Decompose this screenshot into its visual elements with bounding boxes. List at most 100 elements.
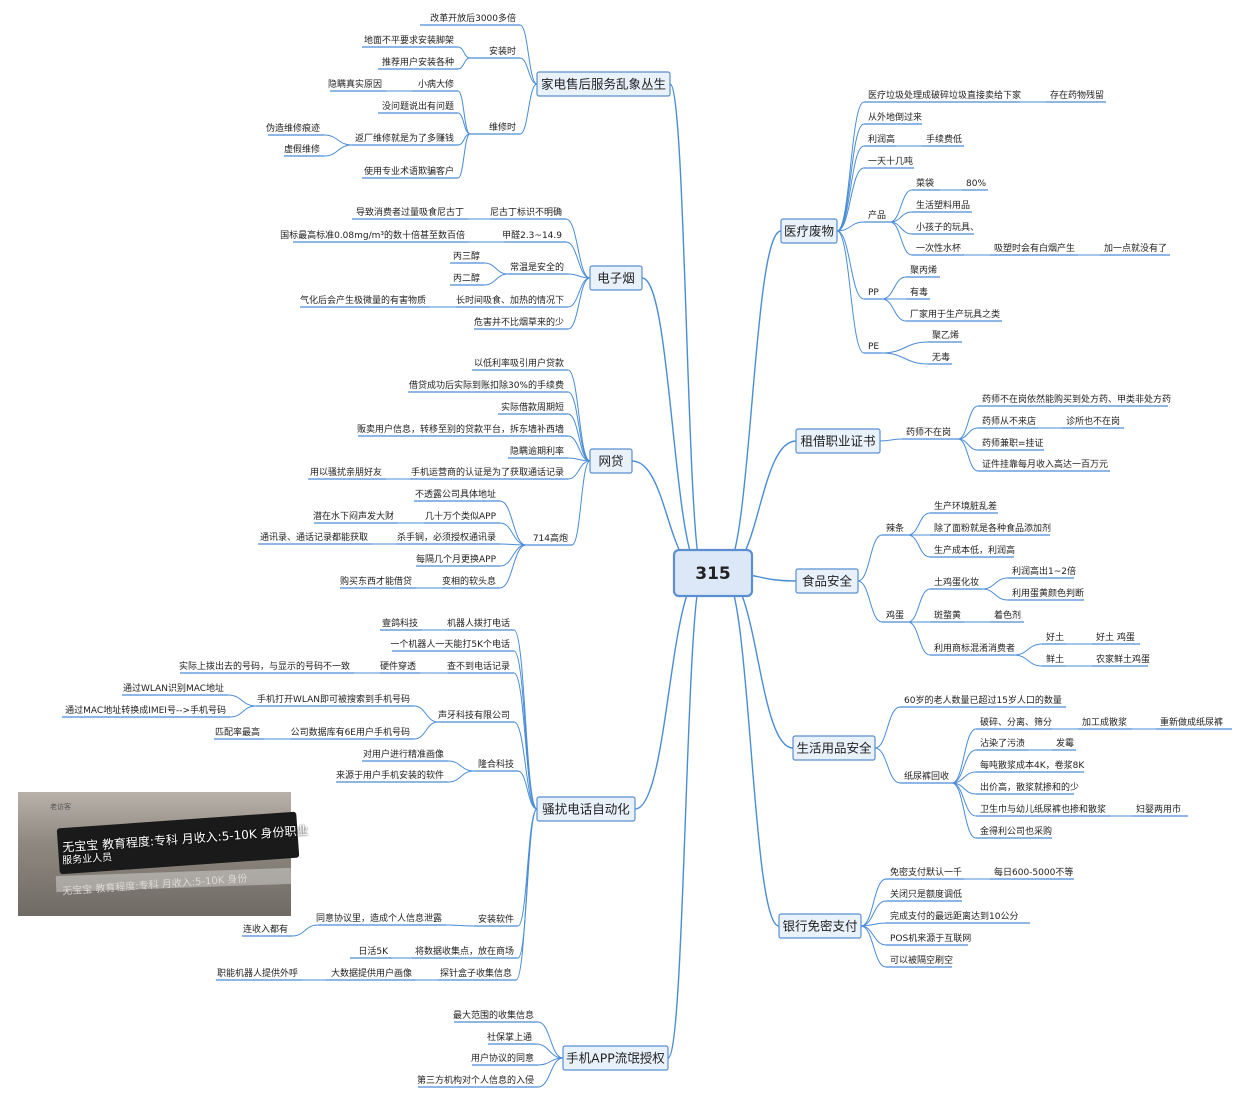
node-right-3-1-0-0-0[interactable]: 重新做成纸尿裤 [1160,716,1223,728]
node-right-1-0-0[interactable]: 药师不在岗依然能购买到处方药、甲类非处方药 [982,393,1171,405]
node-left-2-6-0[interactable]: 不透露公司具体地址 [415,488,496,500]
node-right-4-0[interactable]: 免密支付默认一千 [890,866,962,878]
node-left-3-1[interactable]: 一个机器人一天能打5K个电话 [390,638,510,650]
node-left-1-2-0[interactable]: 丙三醇 [453,250,480,262]
node-left-3-4-0[interactable]: 对用户进行精准画像 [363,748,444,760]
node-left-2-2[interactable]: 实际借款周期短 [501,401,564,413]
node-left-3-3-0-0[interactable]: 通过WLAN识别MAC地址 [123,682,224,694]
node-right-2-0-1[interactable]: 除了面粉就是各种食品添加剂 [934,522,1051,534]
node-right-2-1-2[interactable]: 利用商标混淆消费者 [934,642,1015,654]
node-left-1-2[interactable]: 常温是安全的 [510,261,564,273]
node-right-0-1[interactable]: 从外地倒过来 [868,111,922,123]
node-right-2-1-0[interactable]: 土鸡蛋化妆 [934,576,979,588]
left-branch-0-box[interactable] [536,71,671,97]
node-right-2-1-1[interactable]: 斑蝥黄 [934,609,961,621]
node-left-1-1[interactable]: 甲醛2.3~14.9 [502,229,562,241]
node-right-2-1-2-0-0[interactable]: 好土 鸡蛋 [1096,631,1135,643]
node-left-4-1[interactable]: 社保掌上通 [487,1031,532,1043]
central-topic-box[interactable] [672,548,754,598]
node-right-0-5-0[interactable]: 聚丙烯 [910,264,937,276]
node-right-3-1-0[interactable]: 破碎、分离、筛分 [980,716,1052,728]
right-branch-3-box[interactable] [792,735,876,761]
node-left-3-0-0[interactable]: 壹鸽科技 [382,617,418,629]
node-left-3-5-0[interactable]: 同意协议里，造成个人信息泄露 [316,912,442,924]
node-left-0-2-2[interactable]: 返厂维修就是为了多赚钱 [355,132,454,144]
node-left-3-2-0-0[interactable]: 实际上拨出去的号码，与显示的号码不一致 [179,660,350,672]
node-right-2-1-0-0[interactable]: 利润高出1~2倍 [1012,565,1076,577]
node-left-4-2[interactable]: 用户协议的同意 [471,1052,534,1064]
node-left-2-6-1-0[interactable]: 潜在水下闷声发大财 [313,510,394,522]
node-left-2-5[interactable]: 手机运营商的认证是为了获取通话记录 [411,466,564,478]
node-left-3-4-1[interactable]: 来源于用户手机安装的软件 [336,769,444,781]
node-right-1-0-1-0[interactable]: 诊所也不在岗 [1066,415,1120,427]
node-left-0-2-2-1[interactable]: 虚假维修 [284,143,320,155]
node-right-3-1-1[interactable]: 沾染了污渍 [980,737,1025,749]
node-left-1-3[interactable]: 长时间吸食、加热的情况下 [456,294,564,306]
node-left-3-5[interactable]: 安装软件 [478,913,514,925]
node-left-1-0[interactable]: 尼古丁标识不明确 [490,206,562,218]
node-right-1-0[interactable]: 药师不在岗 [906,426,951,438]
node-left-2-0[interactable]: 以低利率吸引用户贷款 [474,357,564,369]
node-left-0-1[interactable]: 安装时 [489,45,516,57]
node-left-2-3[interactable]: 贩卖用户信息，转移至别的贷款平台，拆东墙补西墙 [357,423,564,435]
node-right-0-6[interactable]: PE [868,342,879,352]
node-right-4-0-0[interactable]: 每日600-5000不等 [994,866,1073,878]
node-left-1-4[interactable]: 危害并不比烟草来的少 [474,316,564,328]
node-left-3-6[interactable]: 将数据收集点，放在商场 [415,945,514,957]
node-right-1-0-2[interactable]: 药师兼职=挂证 [982,437,1044,449]
node-right-0-6-0[interactable]: 聚乙烯 [932,329,959,341]
right-branch-0-box[interactable] [780,218,838,244]
node-right-3-0[interactable]: 60岁的老人数量已超过15岁人口的数量 [904,694,1062,706]
node-left-0-2-1[interactable]: 没问题说出有问题 [382,100,454,112]
node-right-0-0-0[interactable]: 存在药物残留 [1050,89,1104,101]
left-branch-4-box[interactable] [562,1045,669,1071]
node-left-3-4[interactable]: 隆合科技 [478,758,514,770]
node-left-3-7-0[interactable]: 大数据提供用户画像 [331,967,412,979]
node-left-3-3-1[interactable]: 公司数据库有6E用户手机号码 [291,726,410,738]
node-left-2-6-1[interactable]: 几十万个类似APP [425,510,497,522]
node-right-0-4[interactable]: 产品 [868,209,886,221]
node-left-2-6-4-0[interactable]: 购买东西才能借贷 [340,575,412,587]
node-left-3-3-1-0[interactable]: 匹配率最高 [215,726,260,738]
node-left-2-6-3[interactable]: 每隔几个月更换APP [416,553,497,565]
node-left-0-1-1[interactable]: 推荐用户安装各种 [382,56,454,68]
node-right-0-4-2[interactable]: 小孩子的玩具、 [916,221,979,233]
node-right-4-4[interactable]: 可以被隔空刷空 [890,954,953,966]
node-left-1-2-1[interactable]: 丙二醇 [453,272,480,284]
node-right-2-0-2[interactable]: 生产成本低，利润高 [934,544,1015,556]
node-left-0-2-3[interactable]: 使用专业术语欺骗客户 [364,165,454,177]
node-left-1-0-0[interactable]: 导致消费者过量吸食尼古丁 [356,206,464,218]
node-right-3-1-5[interactable]: 金得利公司也采购 [980,825,1052,837]
node-left-0-1-0[interactable]: 地面不平要求安装脚架 [364,34,454,46]
node-left-1-1-0[interactable]: 国标最高标准0.08mg/m³的数十倍甚至数百倍 [280,229,465,241]
node-left-0-2-0[interactable]: 小病大修 [418,78,454,90]
node-left-3-0[interactable]: 机器人拨打电话 [447,617,510,629]
right-branch-2-box[interactable] [795,568,859,594]
node-right-0-5-2[interactable]: 厂家用于生产玩具之类 [910,308,1000,320]
node-right-0-6-1[interactable]: 无毒 [932,351,950,363]
node-right-0-4-3-0-0[interactable]: 加一点就没有了 [1104,242,1167,254]
node-right-2-1-2-1[interactable]: 鲜土 [1046,653,1064,665]
node-right-0-5-1[interactable]: 有毒 [910,286,928,298]
node-right-2-1-1-0[interactable]: 着色剂 [994,609,1021,621]
left-branch-1-box[interactable] [589,265,643,291]
node-right-0-3[interactable]: 一天十几吨 [868,155,913,167]
node-right-0-5[interactable]: PP [868,288,879,298]
node-left-3-6-0[interactable]: 日活5K [358,945,389,957]
node-left-4-3[interactable]: 第三方机构对个人信息的入侵 [417,1074,534,1086]
node-right-3-1-0-0[interactable]: 加工成散浆 [1082,716,1127,728]
node-left-3-3-0[interactable]: 手机打开WLAN即可被搜索到手机号码 [257,693,410,705]
node-left-0-0[interactable]: 改革开放后3000多倍 [430,12,516,24]
node-left-2-6-4[interactable]: 变相的软头息 [442,575,496,587]
node-left-4-0[interactable]: 最大范围的收集信息 [453,1009,534,1021]
node-right-1-0-3[interactable]: 证件挂靠每月收入高达一百万元 [982,458,1108,470]
node-left-2-1[interactable]: 借贷成功后实际到账扣除30%的手续费 [409,379,564,391]
node-left-0-2-0-0[interactable]: 隐瞒真实原因 [328,78,382,90]
node-right-0-2[interactable]: 利润高 [868,133,895,145]
node-left-3-2[interactable]: 查不到电话记录 [447,660,510,672]
node-right-2-1-0-1[interactable]: 利用蛋黄颜色判断 [1012,587,1084,599]
node-left-0-2[interactable]: 维修时 [489,121,516,133]
node-left-3-5-0-0[interactable]: 连收入都有 [243,923,288,935]
node-left-2-6[interactable]: 714高炮 [533,532,568,544]
node-left-2-5-0[interactable]: 用以骚扰亲朋好友 [310,466,382,478]
